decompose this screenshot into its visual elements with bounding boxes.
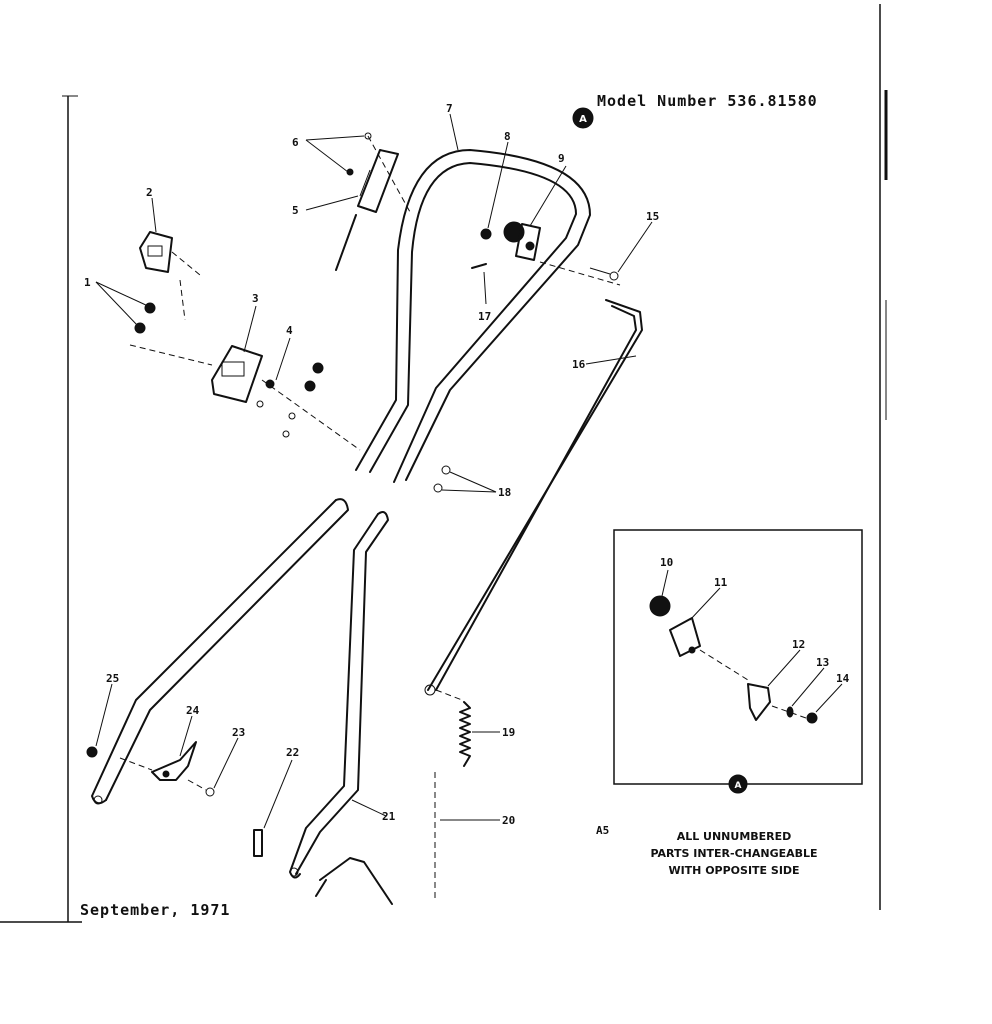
callout-15: 15 [646,210,659,223]
callout-9: 9 [558,152,565,165]
callout-3: 3 [252,292,259,305]
callout-21: 21 [382,810,396,823]
callout-6: 6 [292,136,299,149]
upper-handle [355,149,591,483]
callout-5: 5 [292,204,299,217]
model-number: Model Number 536.81580 [597,92,818,110]
bolt-18a [441,465,451,475]
inset-label: A5 [596,824,609,837]
callout-4: 4 [286,324,293,337]
svg-text:A: A [735,781,742,791]
control-rod [424,299,643,701]
nut-1a [144,302,156,314]
callout-13: 13 [816,656,829,669]
interchangeable-note: ALL UNNUMBERED PARTS INTER-CHANGEABLE WI… [650,830,817,877]
spring-pin [253,829,263,857]
callout-25: 25 [106,672,119,685]
bolt-18b [433,483,443,493]
svg-text:ALL UNNUMBERED: ALL UNNUMBERED [677,830,792,843]
date-label: September, 1971 [80,901,230,919]
leader-lines [95,113,843,829]
reference-marker-inset: A [728,774,748,794]
inset-detail [613,529,863,785]
reference-marker-top: A [572,107,594,129]
callout-23: 23 [232,726,245,739]
callout-17: 17 [478,310,491,323]
callout-20: 20 [502,814,515,827]
callout-24: 24 [186,704,200,717]
callout-12: 12 [792,638,805,651]
svg-text:A: A [579,114,587,125]
callout-14: 14 [836,672,850,685]
spring [459,701,471,767]
small-bracket [139,231,201,321]
callout-11: 11 [714,576,728,589]
throttle-assembly [471,221,621,286]
callout-8: 8 [504,130,511,143]
control-box [129,344,361,451]
svg-text:WITH OPPOSITE SIDE: WITH OPPOSITE SIDE [668,864,799,877]
svg-text:PARTS INTER-CHANGEABLE: PARTS INTER-CHANGEABLE [650,847,817,860]
page-frame [0,4,888,923]
callout-18: 18 [498,486,511,499]
lower-handle-left [86,498,349,805]
callout-numbers: 1 2 3 4 5 6 7 8 9 10 11 12 13 14 15 16 1… [84,102,850,827]
callout-22: 22 [286,746,299,759]
lower-handle-right [289,511,393,905]
callout-16: 16 [572,358,586,371]
wheel-bracket [119,741,215,797]
callout-1: 1 [84,276,91,289]
handle-clip [335,132,411,271]
callout-19: 19 [502,726,515,739]
callout-7: 7 [446,102,453,115]
callout-2: 2 [146,186,153,199]
callout-10: 10 [660,556,673,569]
